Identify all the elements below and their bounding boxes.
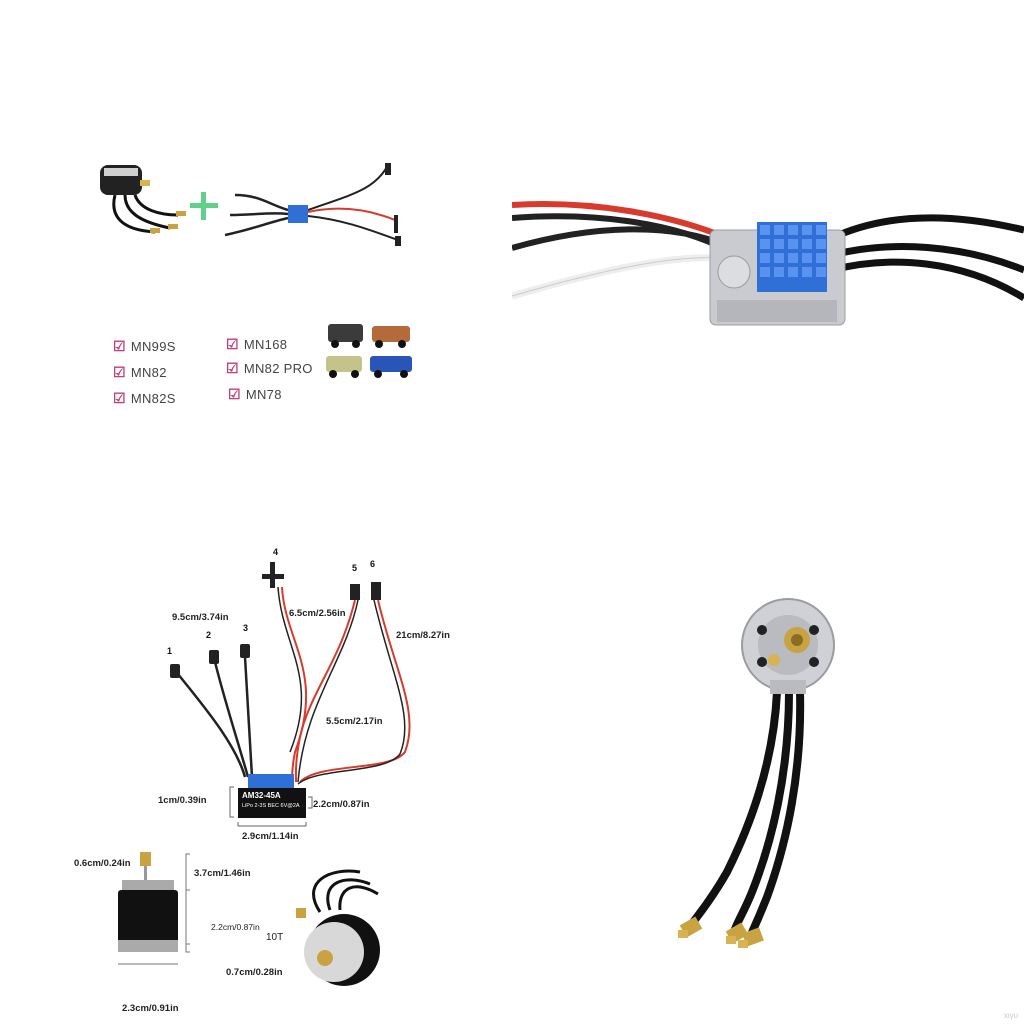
overview-illustration xyxy=(100,163,412,378)
dim-esc-height: 1cm/0.39in xyxy=(158,795,207,806)
dim-motor-wire: 9.5cm/3.74in xyxy=(172,612,229,623)
compat-item: ☑MN168 xyxy=(226,336,288,352)
motor-closeup-illustration xyxy=(678,598,835,948)
plus-icon xyxy=(190,192,218,220)
wire-number: 2 xyxy=(206,630,212,640)
wire-number: 3 xyxy=(243,623,249,633)
dim-motor-diameter: 2.3cm/0.91in xyxy=(122,1003,179,1014)
esc-closeup-illustration xyxy=(512,201,1024,326)
compat-item: ☑MN82 xyxy=(113,364,167,380)
compat-item: ☑MN78 xyxy=(228,386,282,402)
motor-closeup-panel xyxy=(512,512,1024,1024)
wire-number: 5 xyxy=(352,563,358,573)
dim-esc-width: 2.9cm/1.14in xyxy=(242,831,299,842)
wiring-diagram xyxy=(118,562,411,986)
esc-model-label: AM32-45A xyxy=(242,791,281,800)
compat-item: ☑MN99S xyxy=(113,338,176,354)
esc-closeup-panel xyxy=(512,0,1024,512)
dim-shaft: 0.6cm/0.24in xyxy=(74,858,131,869)
dim-motor-body: 2.2cm/0.87in xyxy=(211,922,260,932)
motor-thumbnail xyxy=(100,165,186,234)
wire-number: 4 xyxy=(273,547,279,557)
check-icon: ☑ xyxy=(228,386,241,402)
compat-item: ☑MN82 PRO xyxy=(226,360,313,376)
wire-number: 1 xyxy=(167,646,173,656)
dim-signal-short: 5.5cm/2.17in xyxy=(326,716,383,727)
check-icon: ☑ xyxy=(113,364,126,380)
check-icon: ☑ xyxy=(113,338,126,354)
car-thumbnails xyxy=(326,324,412,378)
compat-item: ☑MN82S xyxy=(113,390,176,406)
check-icon: ☑ xyxy=(226,360,239,376)
dim-signal-long: 21cm/8.27in xyxy=(396,630,450,641)
dim-esc-depth: 2.2cm/0.87in xyxy=(313,799,370,810)
overview-panel: ☑MN99S ☑MN82 ☑MN82S ☑MN168 ☑MN82 PRO ☑MN… xyxy=(0,0,512,512)
wire-number: 6 xyxy=(370,559,376,569)
esc-thumbnail xyxy=(224,163,401,246)
dim-motor-length: 3.7cm/1.46in xyxy=(194,868,251,879)
check-icon: ☑ xyxy=(226,336,239,352)
check-icon: ☑ xyxy=(113,390,126,406)
watermark: xιγυ xyxy=(1003,1011,1018,1020)
pinion-teeth-label: 10T xyxy=(266,932,284,943)
esc-spec-label: LiPo 2-3S BEC 6V@2A xyxy=(242,803,300,809)
dim-switch-wire: 6.5cm/2.56in xyxy=(289,608,346,619)
dim-pinion: 0.7cm/0.28in xyxy=(226,967,283,978)
dimension-diagram-panel: 4 5 6 1 2 3 9.5cm/3.74in 6.5cm/2.56in 21… xyxy=(0,512,512,1024)
